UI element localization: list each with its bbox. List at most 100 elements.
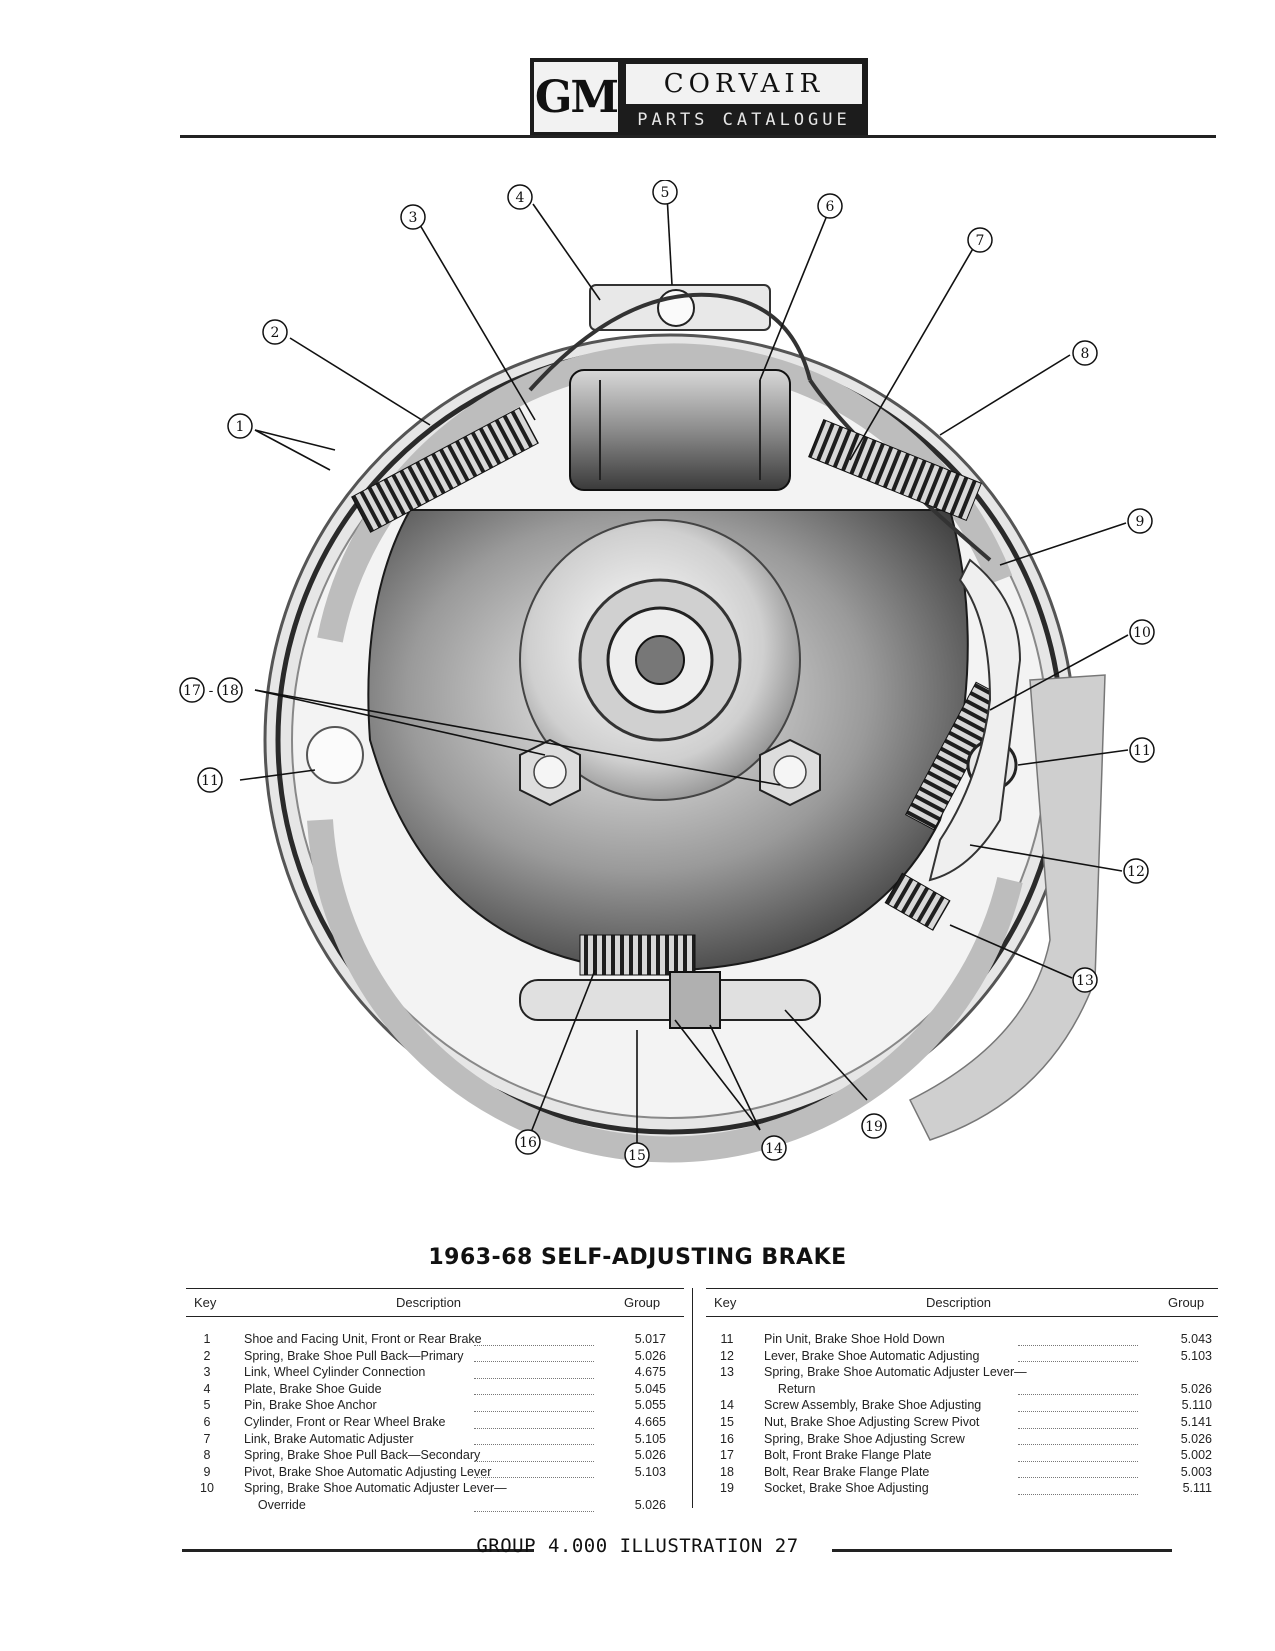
part-key: 10 xyxy=(200,1481,214,1496)
adjusting-screw xyxy=(519,971,821,1029)
svg-text:14: 14 xyxy=(765,1141,783,1157)
svg-text:1: 1 xyxy=(236,419,245,435)
callout-4: 4 xyxy=(507,184,533,210)
part-group: 5.026 xyxy=(634,1497,666,1512)
leader-dots xyxy=(474,1510,594,1512)
callout-18: 18 xyxy=(217,677,243,703)
svg-text:18: 18 xyxy=(221,683,239,699)
svg-text:4: 4 xyxy=(516,190,525,206)
part-group: 5.026 xyxy=(634,1448,666,1463)
part-key: 12 xyxy=(720,1348,734,1363)
leader-dots xyxy=(1018,1477,1138,1479)
part-group: 5.026 xyxy=(1180,1431,1212,1446)
part-group: 4.665 xyxy=(634,1414,666,1429)
part-key: 19 xyxy=(720,1481,734,1496)
callout-12: 12 xyxy=(1123,858,1149,884)
leader-dots xyxy=(1018,1444,1138,1446)
svg-text:19: 19 xyxy=(865,1119,883,1135)
callout-13: 13 xyxy=(1072,967,1098,993)
brake-assembly-illustration: 1 2 3 4 5 6 7 8 9 10 11 11 12 13 14 15 1… xyxy=(179,180,1155,1168)
part-description: Spring, Brake Shoe Pull Back—Secondary xyxy=(244,1448,481,1463)
leader-dots xyxy=(1018,1361,1138,1363)
illustration-caption: 1963-68 SELF-ADJUSTING BRAKE xyxy=(428,1245,847,1270)
part-description: Cylinder, Front or Rear Wheel Brake xyxy=(244,1414,446,1429)
part-description: Override xyxy=(244,1497,306,1512)
column-header-description: Description xyxy=(926,1295,992,1310)
part-description: Spring, Brake Shoe Adjusting Screw xyxy=(764,1431,965,1446)
part-key: 3 xyxy=(203,1365,211,1380)
part-key: 4 xyxy=(203,1381,211,1396)
svg-text:7: 7 xyxy=(976,233,985,249)
axle-housing xyxy=(367,509,969,972)
table-row: Override 5.026 xyxy=(186,1498,684,1515)
part-group: 5.110 xyxy=(1181,1398,1212,1413)
column-header-group: Group xyxy=(1168,1295,1205,1310)
part-description: Spring, Brake Shoe Automatic Adjuster Le… xyxy=(764,1365,1027,1380)
table-row: 8 Spring, Brake Shoe Pull Back—Secondary 5… xyxy=(186,1448,684,1465)
part-description: Link, Brake Automatic Adjuster xyxy=(244,1431,414,1446)
part-key: 2 xyxy=(203,1348,211,1363)
svg-text:12: 12 xyxy=(1127,864,1145,880)
part-key: 15 xyxy=(720,1414,734,1429)
part-group: 5.103 xyxy=(634,1464,666,1479)
callout-11-left: 11 xyxy=(197,767,223,793)
leader-dots xyxy=(1018,1493,1138,1495)
part-description: Bolt, Front Brake Flange Plate xyxy=(764,1448,932,1463)
part-key: 8 xyxy=(203,1448,211,1463)
table-divider xyxy=(692,1288,693,1508)
part-description: Shoe and Facing Unit, Front or Rear Brak… xyxy=(244,1332,482,1346)
leader-dots xyxy=(474,1477,594,1479)
table-row: 5 Pin, Brake Shoe Anchor 5.055 xyxy=(186,1398,684,1415)
part-group: 5.141 xyxy=(1180,1414,1212,1429)
leader-dots xyxy=(474,1377,594,1379)
part-key: 5 xyxy=(203,1398,211,1413)
part-group: 5.003 xyxy=(1180,1464,1212,1479)
part-description: Spring, Brake Shoe Automatic Adjuster Le… xyxy=(244,1481,507,1496)
part-key: 14 xyxy=(720,1398,734,1413)
secondary-spring xyxy=(808,418,982,522)
part-description: Pin, Brake Shoe Anchor xyxy=(244,1398,377,1413)
svg-text:13: 13 xyxy=(1076,973,1094,989)
footer-reference: GROUP 4.000 ILLUSTRATION 27 xyxy=(476,1535,799,1557)
footer-rule-left xyxy=(182,1549,534,1552)
part-group: 5.111 xyxy=(1182,1481,1212,1496)
header-rule xyxy=(180,135,1216,138)
part-description: Lever, Brake Shoe Automatic Adjusting xyxy=(764,1348,980,1363)
part-key: 18 xyxy=(720,1464,734,1479)
callout-markers: 1 2 3 4 5 6 7 8 9 10 11 11 12 13 14 15 1… xyxy=(179,180,1155,1168)
leader-dots xyxy=(474,1410,594,1412)
callout-17: 17 xyxy=(179,677,205,703)
adjusting-screw-spring xyxy=(579,934,696,976)
callout-9: 9 xyxy=(1127,508,1153,534)
callout-7: 7 xyxy=(967,227,993,253)
footer-rule-right xyxy=(832,1549,1172,1552)
part-group: 4.675 xyxy=(634,1365,666,1380)
table-row: 10 Spring, Brake Shoe Automatic Adjuster … xyxy=(186,1481,684,1498)
part-group: 5.045 xyxy=(634,1381,666,1396)
callout-3: 3 xyxy=(400,204,426,230)
svg-text:2: 2 xyxy=(271,325,280,341)
part-group: 5.026 xyxy=(634,1348,666,1363)
leader-dots xyxy=(1018,1427,1138,1429)
part-group: 5.055 xyxy=(634,1398,666,1413)
leader-dots xyxy=(474,1394,594,1396)
part-description: Pivot, Brake Shoe Automatic Adjusting Le… xyxy=(244,1464,492,1479)
part-group: 5.043 xyxy=(1180,1332,1212,1346)
return-spring xyxy=(884,872,951,931)
part-description: Link, Wheel Cylinder Connection xyxy=(244,1365,426,1380)
table-top-rule xyxy=(186,1288,684,1289)
table-header-rule xyxy=(706,1316,1218,1317)
catalogue-header: GM CORVAIR PARTS CATALOGUE xyxy=(0,0,1275,150)
